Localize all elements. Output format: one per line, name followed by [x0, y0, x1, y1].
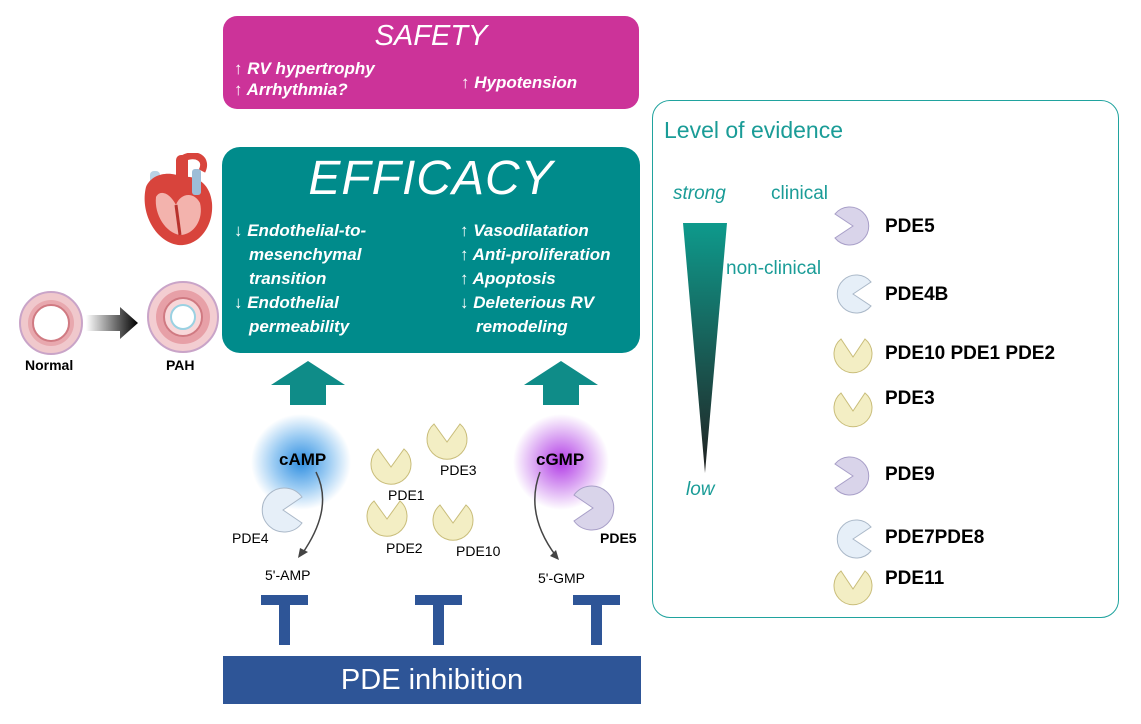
normal-vessel-icon — [19, 291, 83, 355]
efficacy-title: EFFICACY — [308, 152, 554, 205]
evidence-title: Level of evidence — [664, 117, 844, 143]
evidence-panel: Level of evidence strong clinical non-cl… — [652, 100, 1119, 618]
safety-title: SAFETY — [374, 20, 488, 52]
evidence-gradient-triangle — [683, 223, 727, 473]
safety-box: SAFETY ↑ RV hypertrophy ↑ Arrhythmia? ↑ … — [223, 16, 639, 109]
pde3-label: PDE3 — [440, 462, 477, 478]
evidence-row-label: PDE10 PDE1 PDE2 — [885, 343, 1056, 364]
camp-glow — [251, 414, 351, 510]
pde2-label: PDE2 — [386, 540, 423, 556]
pacman-icon — [833, 570, 873, 606]
pde-inhibition-bar: PDE inhibition — [223, 656, 641, 704]
efficacy-item: ↓ Endothelial-to- — [234, 221, 367, 240]
curved-arrow-icon — [534, 471, 559, 560]
evidence-row-label: PDE9 — [885, 464, 935, 485]
efficacy-item: ↑ Anti-proliferation — [460, 245, 611, 264]
pacman-icon — [370, 448, 412, 485]
efficacy-item: transition — [249, 269, 327, 288]
non-clinical-label: non-clinical — [726, 258, 822, 279]
up-arrow-icon — [271, 361, 345, 405]
efficacy-item: ↓ Deleterious RV — [460, 293, 595, 312]
pacman-icon — [426, 423, 468, 460]
cgmp-label: cGMP — [536, 450, 585, 469]
pacman-icon — [836, 519, 872, 559]
pacman-icon — [366, 500, 408, 537]
efficacy-item: ↓ Endothelial — [234, 293, 339, 312]
inhibition-t-icon — [415, 595, 462, 645]
safety-item: ↑ RV hypertrophy — [234, 59, 375, 78]
up-arrow-icon — [524, 361, 598, 405]
evidence-row-label: PDE3 — [885, 388, 935, 409]
pah-label: PAH — [166, 357, 195, 373]
evidence-row-label: PDE11 — [885, 568, 945, 589]
pacman-icon — [834, 206, 870, 246]
pacman-icon — [834, 456, 870, 496]
evidence-row-label: PDE7PDE8 — [885, 527, 985, 548]
pacman-icon — [836, 274, 872, 314]
inhibition-t-icon — [573, 595, 620, 645]
efficacy-item: ↑ Apoptosis — [460, 269, 556, 288]
cgmp-glow — [513, 414, 609, 510]
efficacy-box: EFFICACY ↓ Endothelial-to- mesenchymal t… — [222, 147, 640, 353]
amp-label: 5'-AMP — [265, 567, 311, 583]
pah-vessel-icon — [147, 281, 219, 353]
clinical-label: clinical — [771, 183, 829, 204]
camp-label: cAMP — [279, 450, 327, 469]
pacman-icon — [432, 504, 474, 541]
safety-item: ↑ Arrhythmia? — [234, 80, 348, 99]
safety-item: ↑ Hypotension — [461, 73, 578, 92]
heart-icon — [144, 153, 213, 246]
pde10-label: PDE10 — [456, 543, 501, 559]
curved-arrow-icon — [298, 471, 324, 558]
pacman-icon — [261, 487, 303, 533]
arrow-right-icon — [86, 307, 138, 339]
pde4-label: PDE4 — [232, 530, 269, 546]
evidence-row-label: PDE4B — [885, 284, 949, 305]
strong-label: strong — [673, 183, 726, 204]
normal-label: Normal — [25, 357, 74, 373]
gmp-label: 5'-GMP — [538, 570, 586, 586]
efficacy-item: remodeling — [476, 317, 568, 336]
pacman-icon — [833, 338, 873, 374]
efficacy-item: permeability — [249, 317, 350, 336]
pde1-label: PDE1 — [388, 487, 425, 503]
pde5-label: PDE5 — [600, 530, 637, 546]
inhibition-t-icon — [261, 595, 308, 645]
efficacy-item: mesenchymal — [249, 245, 362, 264]
evidence-row-label: PDE5 — [885, 216, 935, 237]
efficacy-item: ↑ Vasodilatation — [460, 221, 589, 240]
pacman-icon — [573, 485, 615, 531]
pacman-icon — [833, 392, 873, 428]
low-label: low — [686, 479, 715, 500]
